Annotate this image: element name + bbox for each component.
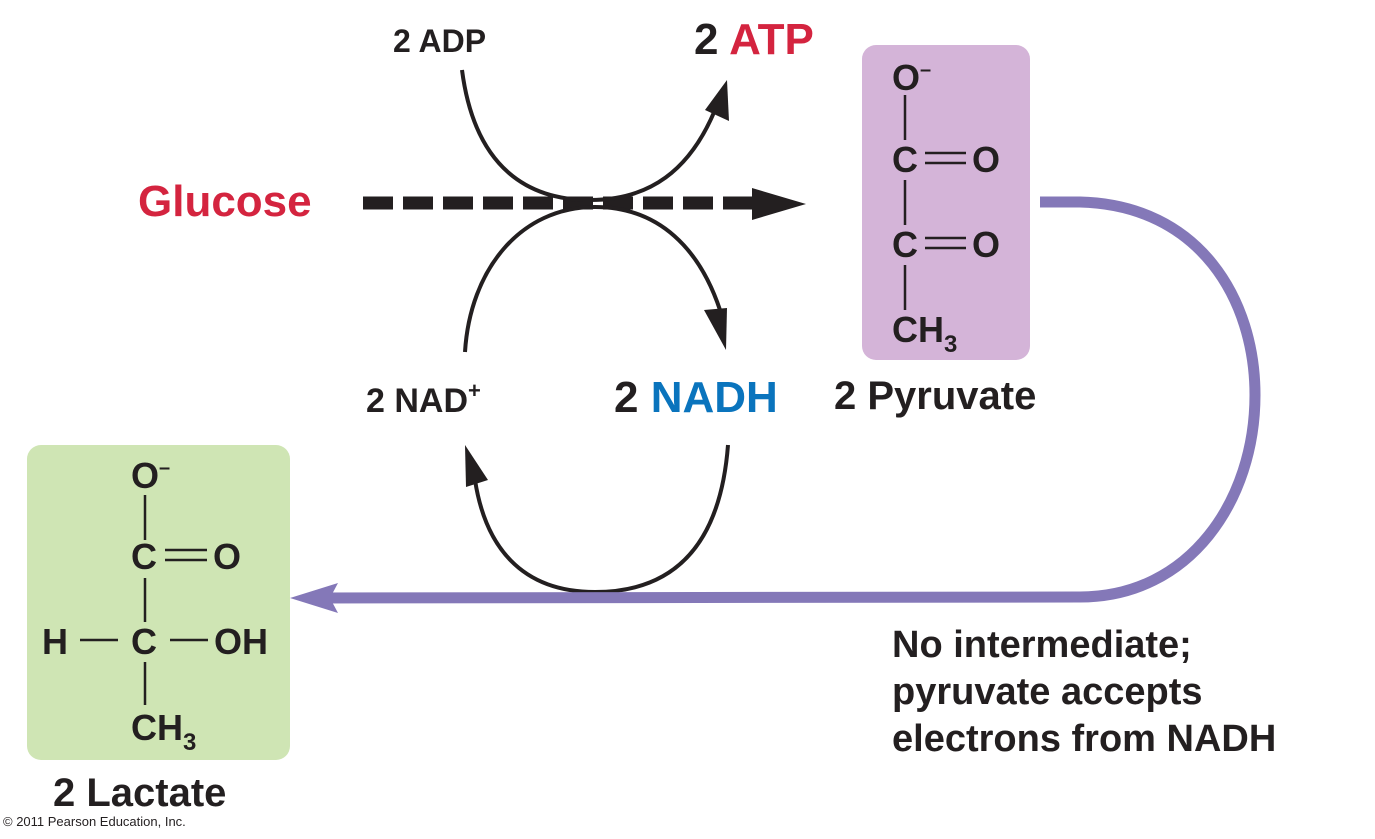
nad-label: 2 NAD+ — [366, 380, 481, 420]
pyruvate-o1: O — [972, 139, 1001, 180]
atp-text: ATP — [729, 15, 814, 64]
pyruvate-bonds — [903, 95, 966, 310]
nadh-text: NADH — [650, 373, 778, 422]
note-text: No intermediate; pyruvate accepts electr… — [892, 622, 1276, 763]
nad-charge: + — [468, 378, 481, 403]
nadh-count: 2 — [614, 373, 639, 422]
note-line-3: electrons from NADH — [892, 718, 1277, 760]
nadh-label: 2 NADH — [614, 376, 778, 420]
glucose-arrowhead — [752, 188, 806, 220]
nad-count: 2 — [366, 382, 385, 420]
pyruvate-c2: C — [892, 224, 918, 265]
atp-label: 2 ATP — [694, 18, 814, 62]
pyruvate-ch3: CH3 — [892, 309, 958, 358]
lactate-box — [27, 445, 290, 760]
lactate-ch3: CH3 — [131, 707, 197, 756]
pyruvate-c1: C — [892, 139, 918, 180]
note-line-2: pyruvate accepts — [892, 671, 1203, 713]
lactate-o1: O — [213, 536, 242, 577]
lactate-arrowhead — [290, 583, 338, 613]
lactate-h: H — [42, 621, 68, 662]
lactate-bonds — [80, 495, 208, 705]
pyruvate-box — [862, 45, 1030, 360]
lactate-o-minus: O– — [131, 455, 171, 496]
adp-label: 2 ADP — [393, 23, 487, 59]
note-line-1: No intermediate; — [892, 624, 1192, 666]
nad-arrowhead — [465, 445, 488, 487]
glucose-label: Glucose — [138, 177, 312, 226]
lactate-oh: OH — [214, 621, 268, 662]
lactate-c2: C — [131, 621, 157, 662]
nad-nadh-arc — [463, 204, 722, 353]
lactate-c1: C — [131, 536, 157, 577]
nadh-arrowhead — [704, 308, 727, 350]
lactate-label: 2 Lactate — [53, 771, 227, 815]
adp-atp-arc — [460, 69, 717, 203]
pyruvate-to-lactate-path — [319, 196, 1261, 604]
pyruvate-label: 2 Pyruvate — [834, 374, 1037, 418]
copyright: © 2011 Pearson Education, Inc. — [3, 814, 186, 829]
atp-count: 2 — [694, 15, 719, 64]
nadh-nad-arc — [473, 444, 730, 595]
atp-arrowhead — [705, 80, 729, 121]
pyruvate-o2: O — [972, 224, 1001, 265]
nad-text: NAD — [394, 382, 469, 420]
pyruvate-o-minus: O– — [892, 57, 932, 98]
